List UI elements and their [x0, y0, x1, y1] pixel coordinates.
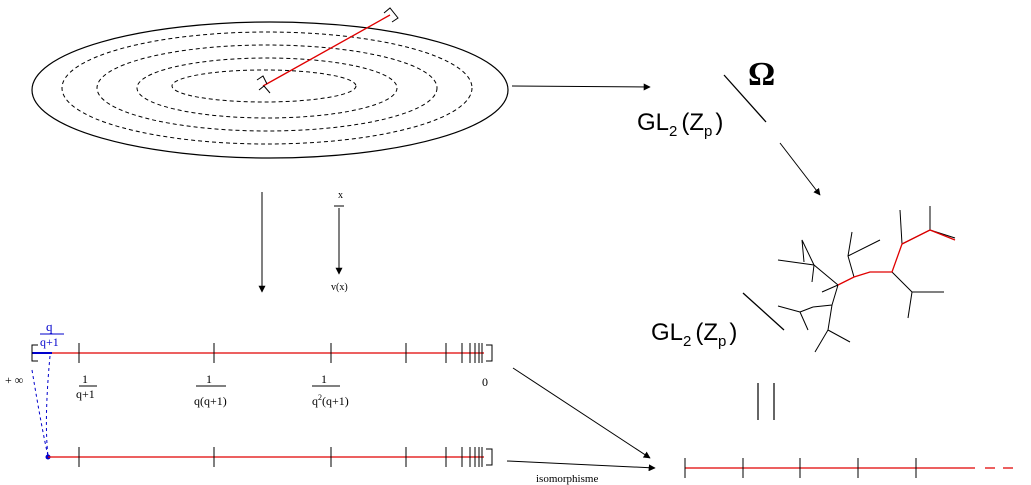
- collapse-lines: [31, 355, 51, 457]
- quotient-slash-mid: [742, 292, 785, 331]
- tick-label-3: 1 q2(q+1): [312, 372, 349, 408]
- disc-dashed-ellipse: [96, 44, 438, 132]
- equals-sign: [757, 383, 775, 420]
- x-label: x: [338, 190, 343, 201]
- svg-text:q(q+1): q(q+1): [194, 394, 227, 408]
- plus-infinity-label: + ∞: [5, 373, 23, 387]
- svg-text:1: 1: [321, 372, 327, 386]
- svg-text:q+1: q+1: [40, 335, 59, 349]
- disc-endpoint-brackets: [256, 7, 399, 94]
- arrow-disc-to-omega: [511, 83, 651, 91]
- gl-top-label: GL2(Zp): [637, 109, 723, 140]
- svg-text:q: q: [46, 319, 53, 334]
- disc-outer-ellipse: [31, 21, 509, 159]
- isomorphisme-label: isomorphisme: [536, 473, 598, 485]
- svg-text:q+1: q+1: [76, 387, 95, 401]
- vx-label: v(x): [331, 282, 348, 293]
- blue-fraction: q q+1: [40, 319, 64, 349]
- arrow-isomorphisme: [506, 460, 656, 472]
- quotient-slash-top: [723, 74, 767, 123]
- arrows: [258, 83, 821, 472]
- svg-text:1: 1: [206, 372, 212, 386]
- tick-label-2: 1 q(q+1): [194, 372, 227, 408]
- valuation-line-top: [31, 343, 493, 363]
- valuation-line-bottom: [48, 447, 493, 467]
- tree-geodesic: [837, 229, 956, 286]
- target-half-line: [684, 458, 1020, 478]
- disc-dashed-ellipse: [61, 31, 473, 145]
- disc-dashed-ellipse: [136, 57, 398, 119]
- svg-text:1: 1: [82, 372, 88, 386]
- tree: [777, 206, 956, 353]
- arrow-omega-to-tree: [779, 142, 821, 196]
- zero-label: 0: [482, 375, 488, 389]
- omega-label: Ω: [748, 56, 775, 93]
- svg-text:q2(q+1): q2(q+1): [312, 393, 349, 408]
- disc-dashed-ellipse: [171, 69, 357, 103]
- gl-mid-label: GL2(Zp): [651, 319, 737, 350]
- disc: [31, 21, 509, 159]
- tick-label-1: 1 q+1: [76, 372, 97, 401]
- disc-radius-segment: [262, 14, 391, 87]
- arrow-top-line-to-target: [512, 367, 651, 459]
